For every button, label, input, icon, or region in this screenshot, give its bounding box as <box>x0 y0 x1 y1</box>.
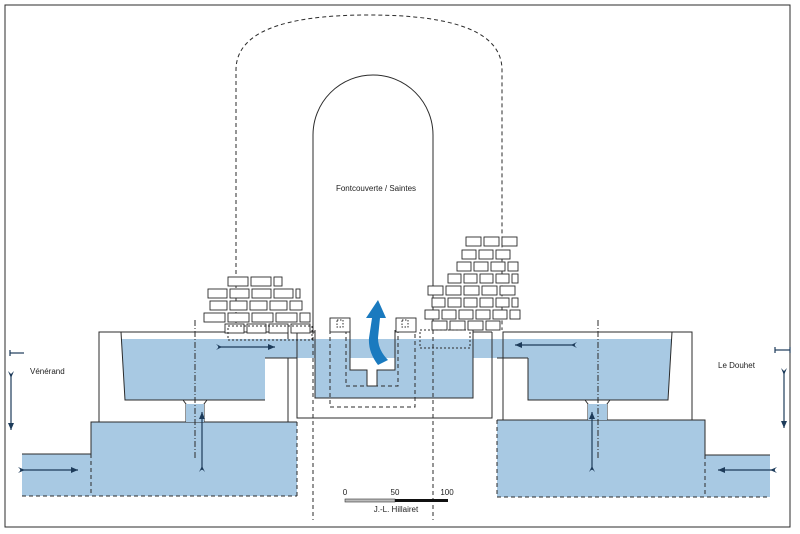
arrow-up-icon <box>199 412 205 472</box>
brick <box>458 309 474 320</box>
brick <box>224 323 245 334</box>
credit: J.-L. Hillairet <box>374 505 419 514</box>
arrow-left-icon <box>718 467 777 473</box>
brick <box>463 285 480 296</box>
brick <box>249 300 268 311</box>
left-lower-reservoir <box>91 422 297 496</box>
brick <box>501 236 518 247</box>
arch-outline <box>312 74 434 330</box>
brick <box>479 297 494 308</box>
brick <box>299 312 311 323</box>
brick <box>229 300 248 311</box>
brick <box>475 309 491 320</box>
left-masonry-wall <box>203 276 311 334</box>
brick <box>509 309 521 320</box>
brick <box>290 323 311 334</box>
scale-bar: 0 50 100 J.-L. Hillairet <box>343 488 454 514</box>
brick <box>441 309 457 320</box>
brick <box>507 261 519 272</box>
left-basin <box>22 320 298 497</box>
brick <box>424 309 440 320</box>
brick <box>478 249 494 260</box>
brick <box>463 273 478 284</box>
brick <box>227 312 250 323</box>
brick <box>445 285 462 296</box>
brick <box>495 249 511 260</box>
reconstructed-dome-outline <box>235 14 503 330</box>
scale-tick-50: 50 <box>391 488 400 497</box>
brick <box>246 323 267 334</box>
right-lower-reservoir <box>497 420 705 497</box>
brick <box>479 273 494 284</box>
brick <box>483 236 500 247</box>
brick <box>499 285 516 296</box>
small-right-arrow-icon <box>9 350 24 356</box>
small-right-arrow-icon <box>774 347 791 353</box>
brick <box>511 273 519 284</box>
brick <box>250 276 272 287</box>
arrow-down-icon <box>781 368 787 428</box>
arrow-right-icon <box>18 467 78 473</box>
brick <box>203 312 226 323</box>
brick <box>295 288 301 299</box>
brick <box>251 312 274 323</box>
brick <box>485 320 501 331</box>
brick <box>207 288 228 299</box>
brick <box>490 261 506 272</box>
frame-border <box>4 4 791 528</box>
brick <box>209 300 228 311</box>
arrow-up-icon <box>589 412 595 472</box>
brick <box>456 261 472 272</box>
arrow-left-icon <box>515 342 577 348</box>
brick <box>511 297 519 308</box>
brick <box>447 297 462 308</box>
brick <box>431 320 448 331</box>
right-masonry-wall <box>424 236 521 331</box>
brick <box>275 312 298 323</box>
brick <box>447 273 462 284</box>
brick <box>273 276 283 287</box>
arrow-down-icon <box>8 371 14 430</box>
brick <box>461 249 477 260</box>
brick <box>492 309 508 320</box>
brick <box>495 297 510 308</box>
brick <box>467 320 484 331</box>
brick <box>251 288 272 299</box>
right-basin <box>496 320 770 498</box>
central-spring-basin <box>296 317 493 419</box>
left-label: Vénérand <box>30 367 65 376</box>
brick <box>449 320 466 331</box>
brick <box>273 288 294 299</box>
brick <box>289 300 303 311</box>
brick <box>427 285 444 296</box>
brick <box>229 288 250 299</box>
left-inlet-channel <box>22 454 94 496</box>
upwelling-arrow-icon <box>366 300 388 365</box>
brick <box>465 236 482 247</box>
brick <box>268 323 289 334</box>
right-label: Le Douhet <box>718 361 756 370</box>
flow-arrows <box>8 342 791 473</box>
brick <box>269 300 288 311</box>
right-inlet-channel <box>705 455 770 497</box>
site-title: Fontcouverte / Saintes <box>336 184 416 193</box>
scale-tick-0: 0 <box>343 488 348 497</box>
brick <box>481 285 498 296</box>
arrow-right-icon <box>216 344 275 350</box>
scale-tick-100: 100 <box>440 488 454 497</box>
brick <box>463 297 478 308</box>
brick <box>495 273 510 284</box>
brick <box>431 297 446 308</box>
brick <box>473 261 489 272</box>
brick <box>227 276 249 287</box>
